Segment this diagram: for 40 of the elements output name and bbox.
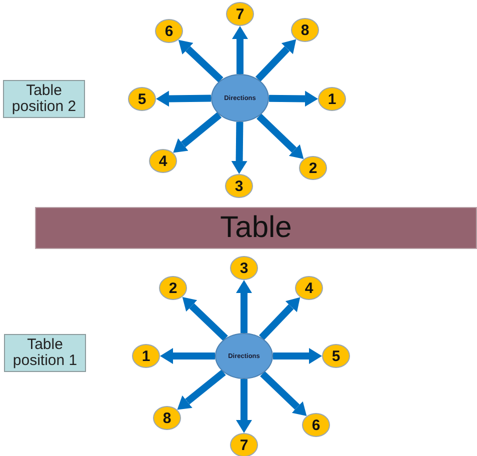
number-circle (230, 433, 258, 456)
number-label: 6 (164, 22, 174, 40)
number-label: 2 (308, 160, 318, 176)
number-label: 1 (142, 348, 150, 364)
number-label: 5 (138, 90, 146, 108)
position-label: Table position 1 (12, 336, 78, 370)
directions-ellipse (215, 333, 273, 379)
number-label: 2 (168, 280, 178, 296)
number-circle (299, 156, 327, 180)
position-label: Table position 2 (10, 82, 78, 116)
number-label: 6 (312, 416, 320, 434)
number-label: 3 (234, 178, 244, 194)
directions-ellipse (211, 74, 269, 122)
number-circle (149, 149, 177, 173)
number-circle (159, 276, 187, 300)
number-label: 3 (240, 260, 248, 276)
position-label-box (4, 334, 86, 372)
position-label-box (3, 80, 85, 118)
number-circle (155, 19, 183, 43)
table-label: Table (220, 211, 292, 245)
number-circle (226, 2, 254, 26)
number-circle (291, 18, 319, 42)
number-circle (302, 413, 330, 437)
number-label: 1 (328, 90, 336, 108)
number-label: 4 (158, 152, 168, 170)
number-circle (225, 174, 253, 198)
number-label: 7 (240, 436, 248, 454)
number-circle (128, 87, 156, 111)
number-label: 7 (236, 6, 244, 22)
number-label: 8 (162, 410, 172, 426)
number-label: 5 (332, 348, 340, 364)
number-circle (153, 406, 181, 430)
number-circle (295, 276, 323, 300)
number-label: 8 (300, 22, 310, 38)
number-circle (132, 344, 160, 368)
number-circle (322, 344, 350, 368)
number-label: 4 (304, 280, 314, 296)
number-circle (230, 256, 258, 280)
number-circle (318, 87, 346, 111)
table-band (35, 207, 477, 249)
